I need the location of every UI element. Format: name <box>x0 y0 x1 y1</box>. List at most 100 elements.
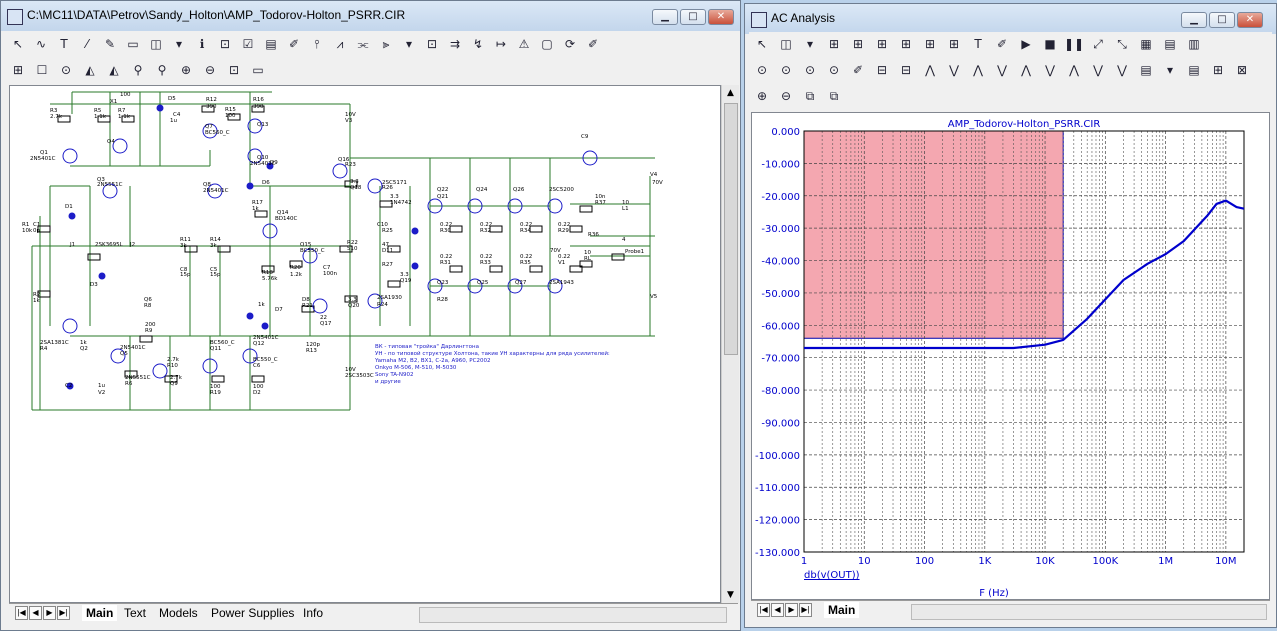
analysis-tool-button-7[interactable]: ⊞ <box>924 37 936 51</box>
analysis-tool-button-15[interactable]: ⤡ <box>1117 36 1127 51</box>
schematic-tool-button-6[interactable]: ◫ <box>150 37 162 51</box>
analysis-cursor-tool-button-5[interactable]: ⊟ <box>876 63 888 77</box>
transistor[interactable] <box>262 223 278 239</box>
transistor[interactable] <box>427 198 443 214</box>
schematic-view-tool-button-5[interactable]: ⚲ <box>133 63 143 77</box>
analysis-titlebar[interactable]: AC Analysis ▁ □ ✕ <box>745 4 1276 34</box>
resistor[interactable] <box>211 375 225 383</box>
resistor[interactable] <box>569 265 583 273</box>
transistor[interactable] <box>367 178 383 194</box>
schematic-tool-button-10[interactable]: ☑ <box>242 37 254 51</box>
last-page-button[interactable]: ▶| <box>57 606 70 620</box>
resistor[interactable] <box>579 260 593 268</box>
schematic-view-tool-button-10[interactable]: ▭ <box>252 63 264 77</box>
transistor[interactable] <box>102 183 118 199</box>
analysis-close-button[interactable]: ✕ <box>1237 12 1263 28</box>
resistor[interactable] <box>254 210 268 218</box>
schematic-tool-button-11[interactable]: ▤ <box>265 37 277 51</box>
analysis-cursor-tool-button-17[interactable]: ▾ <box>1166 63 1174 77</box>
resistor[interactable] <box>251 105 265 113</box>
transistor[interactable] <box>467 198 483 214</box>
scroll-up-arrow[interactable]: ▲ <box>727 88 734 98</box>
resistor[interactable] <box>201 105 215 113</box>
analysis-tab-main[interactable]: Main <box>824 602 860 618</box>
analysis-tool-button-0[interactable]: ↖ <box>756 37 768 51</box>
resistor[interactable] <box>449 225 463 233</box>
resistor[interactable] <box>489 225 503 233</box>
schematic-view-tool-button-0[interactable]: ⊞ <box>12 63 24 77</box>
analysis-cursor-tool-button-1[interactable]: ⊙ <box>780 63 792 77</box>
ac-analysis-plot[interactable]: AMP_Todorov-Holton_PSRR.CIR0.000-10.000-… <box>752 113 1270 600</box>
next-page-button[interactable]: ▶ <box>43 606 56 620</box>
analysis-tool-button-10[interactable]: ✐ <box>996 37 1008 51</box>
resistor[interactable] <box>579 205 593 213</box>
schematic-tool-button-21[interactable]: ↦ <box>495 37 507 51</box>
analysis-cursor-tool-button-11[interactable]: ⋀ <box>1021 63 1031 77</box>
analysis-tool-button-16[interactable]: ▦ <box>1140 37 1152 51</box>
minimize-button[interactable]: ▁ <box>652 9 678 25</box>
scroll-down-arrow[interactable]: ▼ <box>727 590 734 600</box>
analysis-horizontal-scrollbar[interactable] <box>911 604 1267 620</box>
transistor[interactable] <box>247 118 263 134</box>
analysis-zoom-tool-button-2[interactable]: ⧉ <box>805 88 815 103</box>
schematic-view-tool-button-8[interactable]: ⊖ <box>204 63 216 77</box>
diode[interactable] <box>246 182 254 190</box>
diode[interactable] <box>98 272 106 280</box>
resistor[interactable] <box>184 245 198 253</box>
tab-models[interactable]: Models <box>159 606 198 620</box>
diode[interactable] <box>66 382 74 390</box>
analysis-cursor-tool-button-15[interactable]: ⋁ <box>1117 63 1127 77</box>
analysis-maximize-button[interactable]: □ <box>1209 12 1235 28</box>
analysis-cursor-tool-button-4[interactable]: ✐ <box>852 63 864 77</box>
diode[interactable] <box>266 162 274 170</box>
analysis-next-page-button[interactable]: ▶ <box>785 603 798 617</box>
tab-power-supplies[interactable]: Power Supplies <box>211 606 295 620</box>
schematic-tool-button-4[interactable]: ✎ <box>104 37 116 51</box>
transistor[interactable] <box>247 148 263 164</box>
tab-info[interactable]: Info <box>303 606 324 620</box>
schematic-tool-button-0[interactable]: ↖ <box>12 37 24 51</box>
transistor[interactable] <box>207 183 223 199</box>
analysis-cursor-tool-button-12[interactable]: ⋁ <box>1045 63 1055 77</box>
schematic-view-tool-button-7[interactable]: ⊕ <box>180 63 192 77</box>
resistor[interactable] <box>569 225 583 233</box>
resistor[interactable] <box>449 265 463 273</box>
analysis-cursor-tool-button-20[interactable]: ⊠ <box>1236 63 1248 77</box>
resistor[interactable] <box>387 245 401 253</box>
tab-main[interactable]: Main <box>82 605 118 621</box>
transistor[interactable] <box>62 318 78 334</box>
analysis-tool-button-13[interactable]: ❚❚ <box>1063 37 1085 51</box>
schematic-tool-button-5[interactable]: ▭ <box>127 37 139 51</box>
analysis-cursor-tool-button-10[interactable]: ⋁ <box>997 63 1007 77</box>
transistor[interactable] <box>467 278 483 294</box>
transistor[interactable] <box>547 278 563 294</box>
analysis-cursor-tool-button-14[interactable]: ⋁ <box>1093 63 1103 77</box>
analysis-tool-button-12[interactable]: ■ <box>1044 37 1056 51</box>
transistor[interactable] <box>507 278 523 294</box>
analysis-cursor-tool-button-16[interactable]: ▤ <box>1140 63 1152 77</box>
analysis-zoom-tool-button-1[interactable]: ⊖ <box>780 89 792 103</box>
diode[interactable] <box>156 104 164 112</box>
schematic-tool-button-8[interactable]: ℹ <box>199 37 205 51</box>
schematic-view-tool-button-2[interactable]: ⊙ <box>60 63 72 77</box>
schematic-tool-button-15[interactable]: ⫘ <box>357 36 369 51</box>
transistor[interactable] <box>242 348 258 364</box>
transistor[interactable] <box>110 348 126 364</box>
transistor[interactable] <box>112 138 128 154</box>
schematic-view-tool-button-9[interactable]: ⊡ <box>228 63 240 77</box>
tab-text[interactable]: Text <box>124 606 147 620</box>
resistor[interactable] <box>489 265 503 273</box>
analysis-cursor-tool-button-2[interactable]: ⊙ <box>804 63 816 77</box>
schematic-tool-button-18[interactable]: ⊡ <box>426 37 438 51</box>
analysis-tool-button-17[interactable]: ▤ <box>1164 37 1176 51</box>
maximize-button[interactable]: □ <box>680 9 706 25</box>
resistor[interactable] <box>227 113 241 121</box>
resistor[interactable] <box>57 115 71 123</box>
schematic-tool-button-16[interactable]: ⫸ <box>382 36 390 51</box>
resistor[interactable] <box>37 290 51 298</box>
analysis-tool-button-2[interactable]: ▾ <box>806 37 814 51</box>
analysis-last-page-button[interactable]: ▶| <box>799 603 812 617</box>
schematic-tool-button-20[interactable]: ↯ <box>472 37 484 51</box>
schematic-titlebar[interactable]: C:\MC11\DATA\Petrov\Sandy_Holton\AMP_Tod… <box>1 1 740 31</box>
resistor[interactable] <box>121 115 135 123</box>
